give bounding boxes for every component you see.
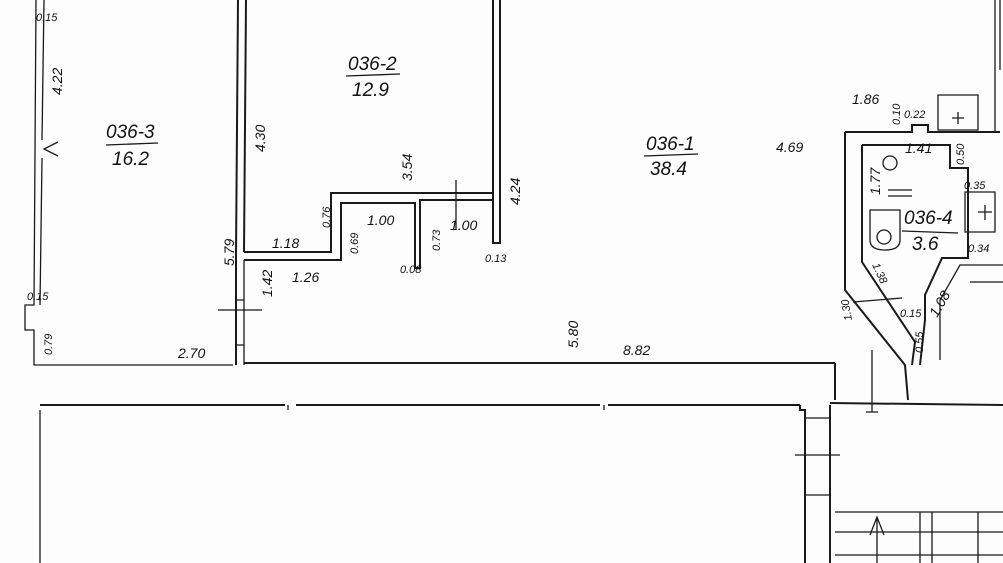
dim-label: 1.42 [259, 270, 275, 297]
dim-label: 4.22 [49, 68, 65, 95]
dim-label: 5.79 [221, 239, 237, 266]
sink-icon [882, 155, 898, 171]
dim-label: 0.10 [891, 103, 903, 125]
room-number: 036-3 [106, 122, 155, 143]
dim-label: 1.08 [926, 288, 954, 320]
dim-label: 2.70 [177, 345, 205, 361]
dim-label: 1.00 [450, 217, 477, 233]
dim-label: 1.41 [905, 140, 932, 156]
dim-label: 0.15 [36, 12, 58, 24]
dim-label: 0.34 [968, 243, 989, 255]
room-labels: 036-3 16.2 036-2 12.9 036-1 38.4 036-4 3… [105, 54, 959, 255]
dim-label: 0.15 [27, 291, 49, 303]
dim-label: 0.08 [400, 264, 422, 276]
dim-label: 1.18 [272, 235, 299, 251]
dim-label: 1.38 [869, 261, 889, 286]
stairs-arrow-icon [869, 515, 885, 563]
dim-label: 0.69 [349, 233, 361, 254]
dim-label: 3.54 [399, 154, 415, 181]
dim-label: 1.26 [292, 269, 319, 285]
dim-label: 8.82 [623, 342, 650, 358]
room-area: 3.6 [912, 234, 939, 255]
dim-label: 0.55 [914, 331, 926, 353]
dim-label: 0.76 [321, 206, 333, 228]
dim-label: 1.00 [367, 212, 394, 228]
dim-label: 1.77 [867, 167, 883, 195]
room-number: 036-1 [646, 134, 695, 155]
dim-label: 0.73 [431, 229, 443, 251]
dim-label: 4.24 [507, 178, 523, 205]
room-area: 38.4 [650, 159, 687, 180]
toilet-icon [869, 209, 901, 251]
dim-label: 5.80 [565, 321, 581, 348]
dim-label: 4.30 [252, 125, 268, 152]
dim-label: 0.79 [43, 334, 55, 355]
dim-label: 0.35 [964, 180, 986, 192]
dim-label: 0.22 [904, 109, 925, 121]
dim-label: 1.30 [839, 298, 855, 322]
room-area: 16.2 [112, 149, 149, 170]
dim-label: 0.50 [955, 143, 967, 165]
entrance-arrow-icon [42, 141, 59, 157]
dimension-labels: 0.15 4.22 0.15 0.79 2.70 5.79 4.30 1.18 … [27, 12, 989, 361]
dim-label: 0.15 [900, 308, 922, 320]
room-number: 036-2 [348, 54, 397, 75]
dim-label: 4.69 [776, 139, 803, 155]
room-number: 036-4 [904, 208, 953, 229]
room-area: 12.9 [352, 80, 389, 101]
dim-label: 0.13 [485, 253, 507, 265]
walls [24, 0, 1003, 563]
dim-label: 1.86 [852, 91, 879, 107]
